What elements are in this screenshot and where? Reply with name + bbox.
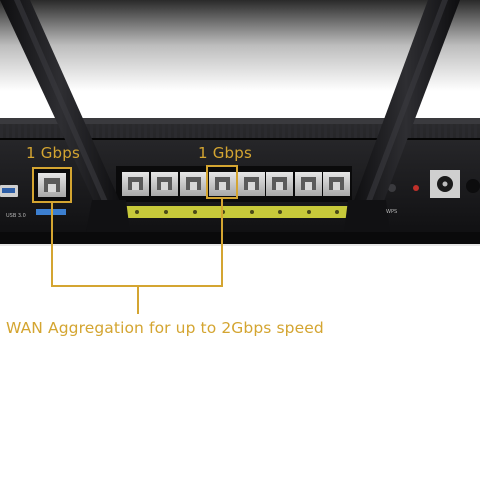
power-button-icon [466, 179, 480, 193]
wan-speed-label: 1 Gbps [26, 144, 80, 162]
lan-port-8-icon [323, 172, 350, 196]
aggregation-caption: WAN Aggregation for up to 2Gbps speed [6, 319, 324, 337]
lan-port-3-icon [180, 172, 207, 196]
lan-port-6-icon [266, 172, 293, 196]
right-antenna-icon [344, 0, 460, 232]
lan-port-7-icon [295, 172, 322, 196]
lan-port-4-icon [209, 172, 236, 196]
reset-button-icon [413, 185, 419, 191]
power-jack-icon [430, 170, 460, 198]
lan-port-5-icon [238, 172, 265, 196]
lan-port-1-icon [122, 172, 149, 196]
left-antenna-icon [0, 0, 130, 232]
wan-port-icon [34, 169, 70, 215]
lan-speed-label: 1 Gbps [198, 144, 252, 162]
usb-port-icon [0, 185, 18, 197]
wps-button-icon [388, 184, 396, 192]
usb-port-label: USB 3.0 [6, 213, 26, 219]
lan-port-2-icon [151, 172, 178, 196]
wps-label: WPS [386, 209, 398, 215]
